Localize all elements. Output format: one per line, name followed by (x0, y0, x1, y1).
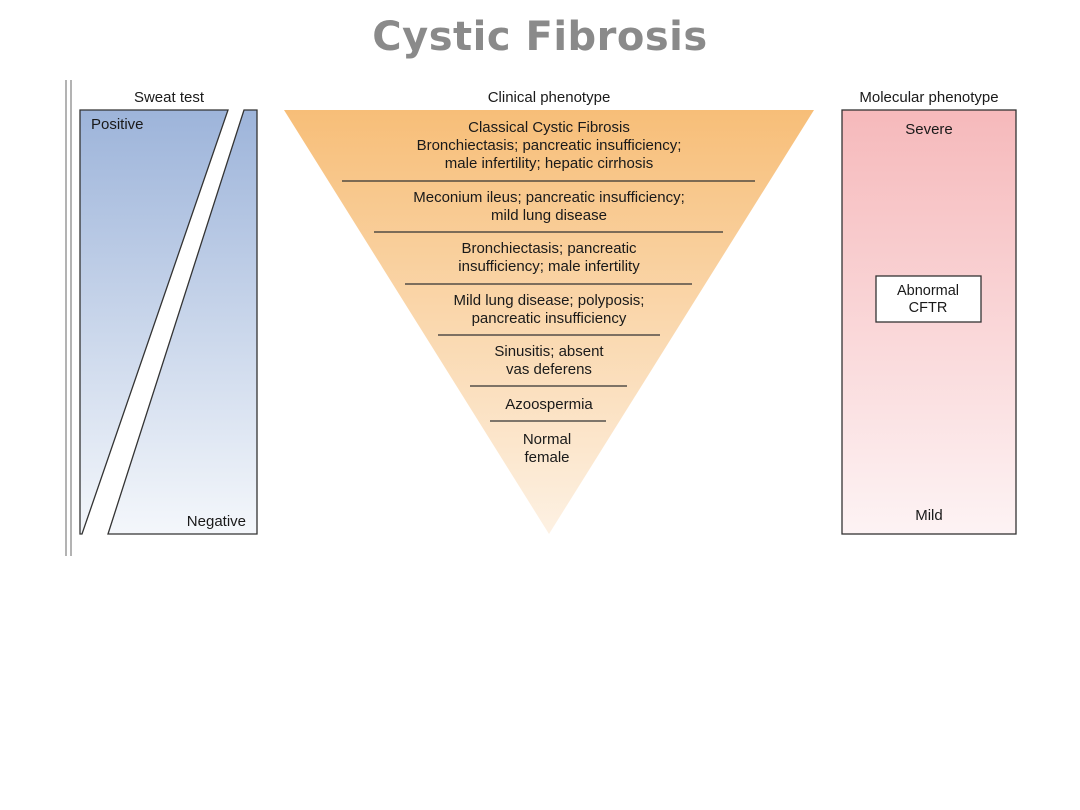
phenotype-level-text: Mild lung disease; polyposis; (454, 292, 645, 309)
sweat-positive-label: Positive (91, 116, 144, 133)
phenotype-level-text: Sinusitis; absent (494, 343, 604, 360)
phenotype-level-text: Normal (523, 431, 571, 448)
phenotype-level-text: male infertility; hepatic cirrhosis (445, 155, 653, 172)
sweat-test-header: Sweat test (134, 89, 205, 106)
molecular-phenotype-panel: Molecular phenotype Severe Mild Abnormal… (841, 89, 1017, 535)
clinical-phenotype-header: Clinical phenotype (488, 89, 611, 106)
phenotype-level-text: vas deferens (506, 361, 592, 378)
clinical-phenotype-triangle (284, 110, 814, 534)
phenotype-level-text: Meconium ileus; pancreatic insufficiency… (413, 189, 685, 206)
sweat-test-lower-wedge (107, 109, 258, 535)
clinical-phenotype-panel: Clinical phenotype Classical Cystic Fibr… (284, 89, 814, 534)
phenotype-level-text: Azoospermia (505, 396, 593, 413)
phenotype-level-text: Bronchiectasis; pancreatic insufficiency… (417, 137, 682, 154)
sweat-test-panel: Sweat test Positive Negative (79, 89, 258, 535)
sweat-negative-label: Negative (187, 513, 246, 530)
phenotype-level-text: mild lung disease (491, 207, 607, 224)
molecular-severe-label: Severe (905, 121, 953, 138)
sweat-test-upper-wedge (79, 109, 229, 535)
phenotype-level-text: female (524, 449, 569, 466)
phenotype-level-text: pancreatic insufficiency (472, 310, 627, 327)
slide-title: Cystic Fibrosis (372, 14, 708, 60)
molecular-phenotype-header: Molecular phenotype (859, 89, 998, 106)
molecular-mild-label: Mild (915, 507, 943, 524)
phenotype-level-text: insufficiency; male infertility (458, 258, 640, 275)
abnormal-cftr-text: CFTR (909, 300, 948, 316)
phenotype-level-text: Bronchiectasis; pancreatic (461, 240, 637, 257)
abnormal-cftr-box (875, 275, 982, 323)
abnormal-cftr-text: Abnormal (897, 283, 959, 299)
phenotype-level-text: Classical Cystic Fibrosis (468, 119, 630, 136)
